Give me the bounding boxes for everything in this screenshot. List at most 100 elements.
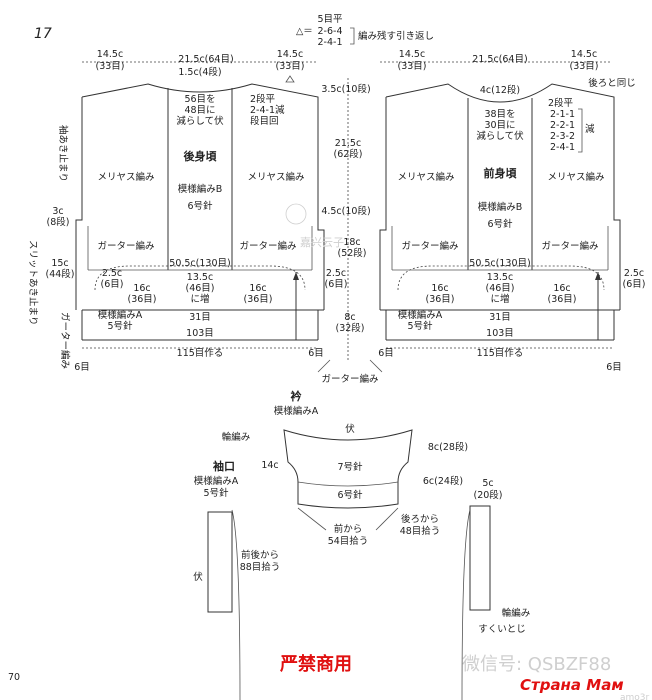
- note-line2: 2-6-4: [318, 26, 343, 37]
- front-lower-l: 16c: [431, 283, 448, 294]
- back-slit-label: スリットあき止まり: [27, 240, 39, 326]
- back-garter-r: ガーター編み: [239, 240, 296, 252]
- front-top-mid: 21.5c(64目): [472, 54, 527, 65]
- front-dec3: 2-2-1: [550, 120, 575, 131]
- front-neck-c1: 38目を: [484, 109, 515, 120]
- collar-pick-back2: 48目拾う: [400, 525, 441, 537]
- front-six-l: 6目: [378, 348, 394, 359]
- front-pattern-b: 模様編みB: [478, 201, 523, 213]
- back-st31: 31目: [189, 312, 211, 323]
- watermark-site-small: amo3r: [620, 693, 650, 700]
- front-garter-l: ガーター編み: [401, 240, 458, 252]
- center-d5b: (32段): [335, 322, 364, 334]
- front-side-r-st: (6目): [623, 279, 646, 290]
- front-st31: 31目: [489, 312, 511, 323]
- front-outline: [379, 83, 621, 310]
- front-title: 前身頃: [484, 166, 518, 180]
- center-d4b: (52段): [337, 247, 366, 259]
- front-neck-depth: 4c(12段): [480, 84, 520, 96]
- back-slit-rows: (44段): [45, 268, 74, 280]
- note-line1: 5目平: [317, 14, 343, 25]
- front-same-back: 後ろと同じ: [588, 77, 636, 89]
- collar-bind-off: 伏: [345, 423, 355, 435]
- back-curve: [94, 265, 306, 291]
- center-garter-pointers: [317, 359, 383, 373]
- back-neck-depth: 1.5c(4段): [178, 66, 221, 78]
- front-curve: [397, 265, 605, 291]
- center-right-l-st: (6目): [325, 279, 348, 290]
- note-triangle: △＝: [296, 26, 313, 37]
- cuff-left-rect: [207, 511, 233, 613]
- collar: 衿 模様編みA 伏 輪編み 14c 7号針 6号針 8c(28段) 6c(24段…: [222, 389, 471, 700]
- back-top-right: 14.5c: [277, 49, 303, 60]
- front-body: 14.5c (33目) 21.5c(64目) 14.5c (33目) 後ろと同じ…: [378, 49, 645, 373]
- back-lower-l: 16c: [133, 283, 150, 294]
- front-lower-c2: (46目): [485, 283, 514, 294]
- front-stock-right: メリヤス編み: [547, 171, 604, 183]
- collar-pick-front1: 前から: [334, 523, 363, 535]
- back-neck-s3: 段目回: [250, 115, 279, 127]
- front-stock-left: メリヤス編み: [397, 171, 454, 183]
- front-dec1: 2段平: [548, 97, 574, 109]
- back-width: 50.5c(130目): [169, 258, 230, 269]
- back-neck-c3: 減らして伏: [176, 115, 224, 127]
- front-dec2: 2-1-1: [550, 109, 575, 120]
- back-top-left: 14.5c: [97, 49, 123, 60]
- watermark-wechat: 微信号: QSBZF88: [462, 654, 611, 675]
- back-st103: 103目: [186, 328, 214, 339]
- back-stock-right: メリヤス編み: [247, 171, 304, 183]
- back-lower-c1: 13.5c: [187, 272, 213, 283]
- cuff-pick1: 前後から: [241, 549, 279, 561]
- collar-title: 衿: [291, 389, 302, 403]
- cuff-title: 袖口: [213, 459, 235, 473]
- front-dec-label: 減: [585, 123, 595, 135]
- back-title: 後身頃: [184, 149, 218, 163]
- back-neck-c2: 48目に: [184, 105, 215, 116]
- collar-d8: 8c(28段): [428, 441, 468, 453]
- back-arrow-icon: [293, 272, 299, 280]
- svg-text:スリットあき止まり: スリットあき止まり: [27, 240, 39, 326]
- watermark-site: Страна Мам: [520, 676, 624, 694]
- back-triangle-icon: [285, 75, 295, 83]
- front-neck-c2: 30目に: [484, 120, 515, 131]
- back-neck-s1: 2段平: [250, 93, 276, 105]
- cuff-bind-off: 伏: [193, 571, 203, 583]
- back-lower-r: 16c: [249, 283, 266, 294]
- center-d1: 3.5c(10段): [321, 83, 370, 95]
- back-lower-r-st: (36目): [243, 294, 272, 305]
- collar-pattern: 模様編みA: [274, 405, 319, 417]
- back-left-8: (8段): [47, 216, 70, 228]
- back-top-right-st: (33目): [275, 61, 304, 72]
- cuff: 袖口 模様編みA 5号針 前後から 88目拾う 伏 5c (20段) 輪編み す…: [193, 459, 530, 635]
- back-lower-c3: に増: [190, 293, 209, 305]
- center-garter: ガーター編み: [321, 373, 378, 385]
- front-side-r: 2.5c: [624, 268, 644, 279]
- back-neck-s2: 2-4-1減: [250, 104, 285, 116]
- note-line3: 2-4-1: [318, 37, 343, 48]
- center-right-l: 2.5c: [326, 268, 346, 279]
- collar-body-lines: [231, 509, 471, 700]
- note-bracket: [350, 27, 355, 45]
- collar-rib: 輪編み: [222, 431, 251, 443]
- back-slit-w: 15c: [51, 258, 68, 269]
- watermark-logo: 嘉兴云子: [300, 235, 344, 249]
- front-top-left-st: (33目): [397, 61, 426, 72]
- cuff-pick2: 88目拾う: [240, 561, 281, 573]
- front-top-right: 14.5c: [571, 49, 597, 60]
- front-st103: 103目: [486, 328, 514, 339]
- back-garter-side: ガーター編み: [59, 312, 71, 369]
- back-top-left-st: (33目): [95, 61, 124, 72]
- cuff-w5-rows: (20段): [473, 489, 502, 501]
- cuff-rib: 輪編み: [502, 607, 531, 619]
- center-d3: 4.5c(10段): [321, 205, 370, 217]
- front-dec-bracket: [578, 108, 583, 153]
- back-cast-on: 115目作る: [177, 347, 224, 359]
- front-needle6: 6号針: [487, 218, 513, 230]
- cuff-w5: 5c: [482, 478, 493, 489]
- front-lower-c1: 13.5c: [487, 272, 513, 283]
- front-top-left: 14.5c: [399, 49, 425, 60]
- front-arrow-icon: [595, 272, 601, 280]
- front-lower-l-st: (36目): [425, 294, 454, 305]
- commercial-warning: 严禁商用: [280, 653, 352, 675]
